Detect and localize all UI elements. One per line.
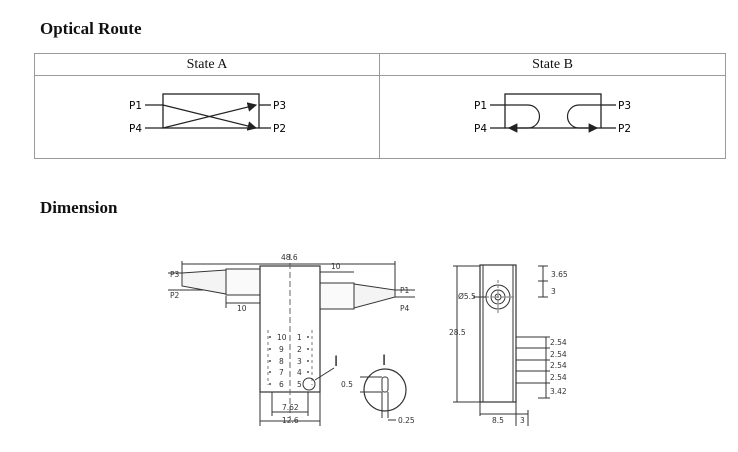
- pin-5: 5: [297, 380, 302, 389]
- dimension-heading: Dimension: [40, 198, 118, 217]
- detail-callout-circle: [302, 377, 316, 391]
- state-b-switch-box: [504, 93, 602, 129]
- pin-6: 6: [279, 380, 284, 389]
- state-b-label-p4: P4: [474, 123, 487, 135]
- pin-7: 7: [279, 368, 284, 377]
- pin-10: 10: [277, 333, 287, 342]
- side-dim-height: 28.5: [449, 328, 466, 337]
- front-dim-pin-spacing: 7.62: [282, 403, 299, 412]
- side-dim-pitch-3: 2.54: [550, 361, 567, 370]
- pin-1: 1: [297, 333, 302, 342]
- state-a-path-p4-p2: [162, 102, 258, 129]
- label-p1: P1: [400, 286, 410, 295]
- label-p4: P4: [400, 304, 410, 313]
- pin-9: 9: [279, 345, 284, 354]
- state-a-label-p2: P2: [273, 123, 286, 135]
- optical-route-table: State A State B P1 P4 P3 P2: [34, 53, 726, 159]
- side-body: [479, 264, 517, 403]
- optical-route-heading: Optical Route: [40, 19, 142, 38]
- side-view: [453, 264, 550, 426]
- state-b-label-p3: P3: [618, 100, 631, 112]
- right-fiber-boot: [353, 283, 396, 309]
- side-dim-diameter: Ø5.5: [458, 292, 476, 301]
- front-dim-body-width: 12.6: [282, 416, 299, 425]
- side-dim-pitch-2: 2.54: [550, 350, 567, 359]
- state-b-diagram: P1 P4 P3 P2: [380, 76, 725, 158]
- state-a-header: State A: [35, 54, 380, 76]
- state-a-label-p4: P4: [129, 123, 142, 135]
- detail-marker: I: [382, 353, 386, 369]
- front-view: [168, 254, 415, 426]
- state-a-switch-box: [162, 93, 260, 129]
- state-a-label-p3: P3: [273, 100, 286, 112]
- label-p3: P3: [170, 270, 180, 279]
- front-dim-width: 48.6: [281, 253, 298, 262]
- label-p2: P2: [170, 291, 180, 300]
- state-b-label-p1: P1: [474, 100, 487, 112]
- pin-2: 2: [297, 345, 302, 354]
- side-dim-pitch-1: 2.54: [550, 338, 567, 347]
- side-dim-hole-offset: 3: [551, 287, 556, 296]
- front-detail-marker: I: [334, 354, 338, 370]
- state-b-loop-p3-p2: [566, 104, 601, 133]
- pin-3: 3: [297, 357, 302, 366]
- state-b-label-p2: P2: [618, 123, 631, 135]
- pin-4: 4: [297, 368, 302, 377]
- detail-dim-thickness: 0.25: [398, 416, 415, 425]
- side-dim-tail: 3: [520, 416, 525, 425]
- detail-pin: [381, 376, 389, 393]
- detail-dim-pin-width: 0.5: [341, 380, 353, 389]
- state-a-label-p1: P1: [129, 100, 142, 112]
- front-dim-fiber-right: 10: [331, 262, 341, 271]
- side-dim-pitch-4: 2.54: [550, 373, 567, 382]
- side-dim-top-offset: 3.65: [551, 270, 568, 279]
- detail-magnified-circle: [363, 368, 407, 412]
- side-dim-depth: 8.5: [492, 416, 504, 425]
- state-b-loop-p1-p4: [505, 104, 541, 133]
- state-a-diagram: P1 P4 P3 P2: [35, 76, 380, 158]
- detail-view: [360, 368, 407, 421]
- pin-8: 8: [279, 357, 284, 366]
- state-b-header: State B: [380, 54, 725, 76]
- front-dim-fiber-left: 10: [237, 304, 247, 313]
- side-dim-bottom-offset: 3.42: [550, 387, 567, 396]
- dimension-drawing: 48.6 10 10 P3 P2 P1 P4 10 9 8 7 6 1 2 3 …: [168, 253, 568, 426]
